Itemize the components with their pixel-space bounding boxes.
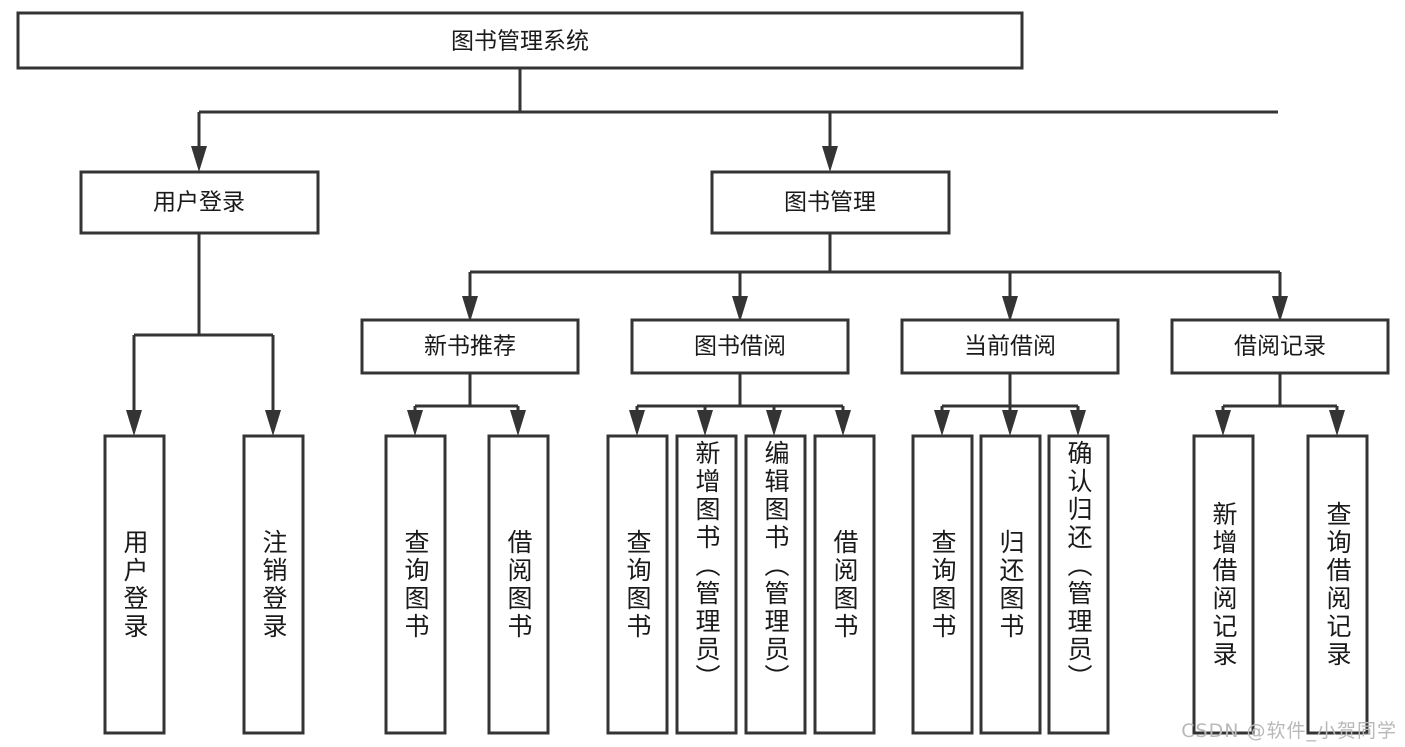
leaf-box-new-book-1[interactable] (384, 434, 447, 735)
leaf-box-book-borrow-4[interactable] (813, 434, 876, 735)
leaf-box-book-borrow-3[interactable] (744, 434, 807, 735)
node-book-borrow-label: 图书借阅 (694, 334, 786, 360)
leaf-box-book-borrow-2[interactable] (675, 434, 738, 735)
connector-root-to-level2 (191, 68, 1278, 172)
leaf-box-new-book-2[interactable] (487, 434, 550, 735)
leaf-box-borrow-record-1[interactable] (1192, 434, 1255, 735)
node-user-login-label: 用户登录 (153, 190, 245, 216)
node-current-borrow[interactable]: 当前借阅 (900, 318, 1120, 375)
node-new-book-recommend-label: 新书推荐 (424, 334, 516, 360)
connector-bookmanage-to-level3 (462, 233, 1288, 322)
connector-userlogin-to-leaves (126, 233, 281, 436)
connector-currentborrow-to-leaves (934, 373, 1086, 436)
leaf-box-borrow-record-2[interactable] (1306, 434, 1369, 735)
connector-newbook-to-leaves (407, 373, 526, 436)
connector-borrowrecord-to-leaves (1215, 373, 1345, 436)
watermark: CSDN @软件_小贺同学 (1181, 720, 1397, 742)
node-root[interactable]: 图书管理系统 (16, 11, 1024, 70)
node-borrow-record-label: 借阅记录 (1234, 334, 1326, 360)
node-borrow-record[interactable]: 借阅记录 (1170, 318, 1390, 375)
node-book-borrow[interactable]: 图书借阅 (630, 318, 850, 375)
connector-bookborrow-to-leaves (629, 373, 851, 436)
leaf-box-user-login-2[interactable] (242, 434, 305, 735)
leaf-box-current-borrow-1[interactable] (911, 434, 974, 735)
node-new-book-recommend[interactable]: 新书推荐 (360, 318, 580, 375)
leaf-box-book-borrow-1[interactable] (606, 434, 669, 735)
leaf-box-user-login-1[interactable] (103, 434, 166, 735)
node-book-management-label: 图书管理 (784, 190, 876, 216)
node-user-login[interactable]: 用户登录 (79, 170, 320, 235)
leaf-box-current-borrow-2[interactable] (979, 434, 1042, 735)
node-current-borrow-label: 当前借阅 (964, 334, 1056, 360)
leaf-box-current-borrow-3[interactable] (1047, 434, 1110, 735)
node-book-management[interactable]: 图书管理 (710, 170, 951, 235)
node-root-label: 图书管理系统 (451, 29, 589, 55)
